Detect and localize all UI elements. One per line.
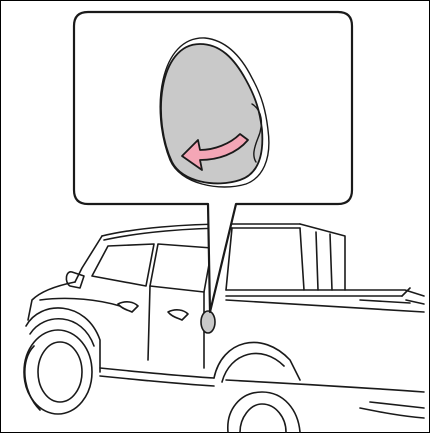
fuel-door-on-body bbox=[201, 311, 215, 333]
